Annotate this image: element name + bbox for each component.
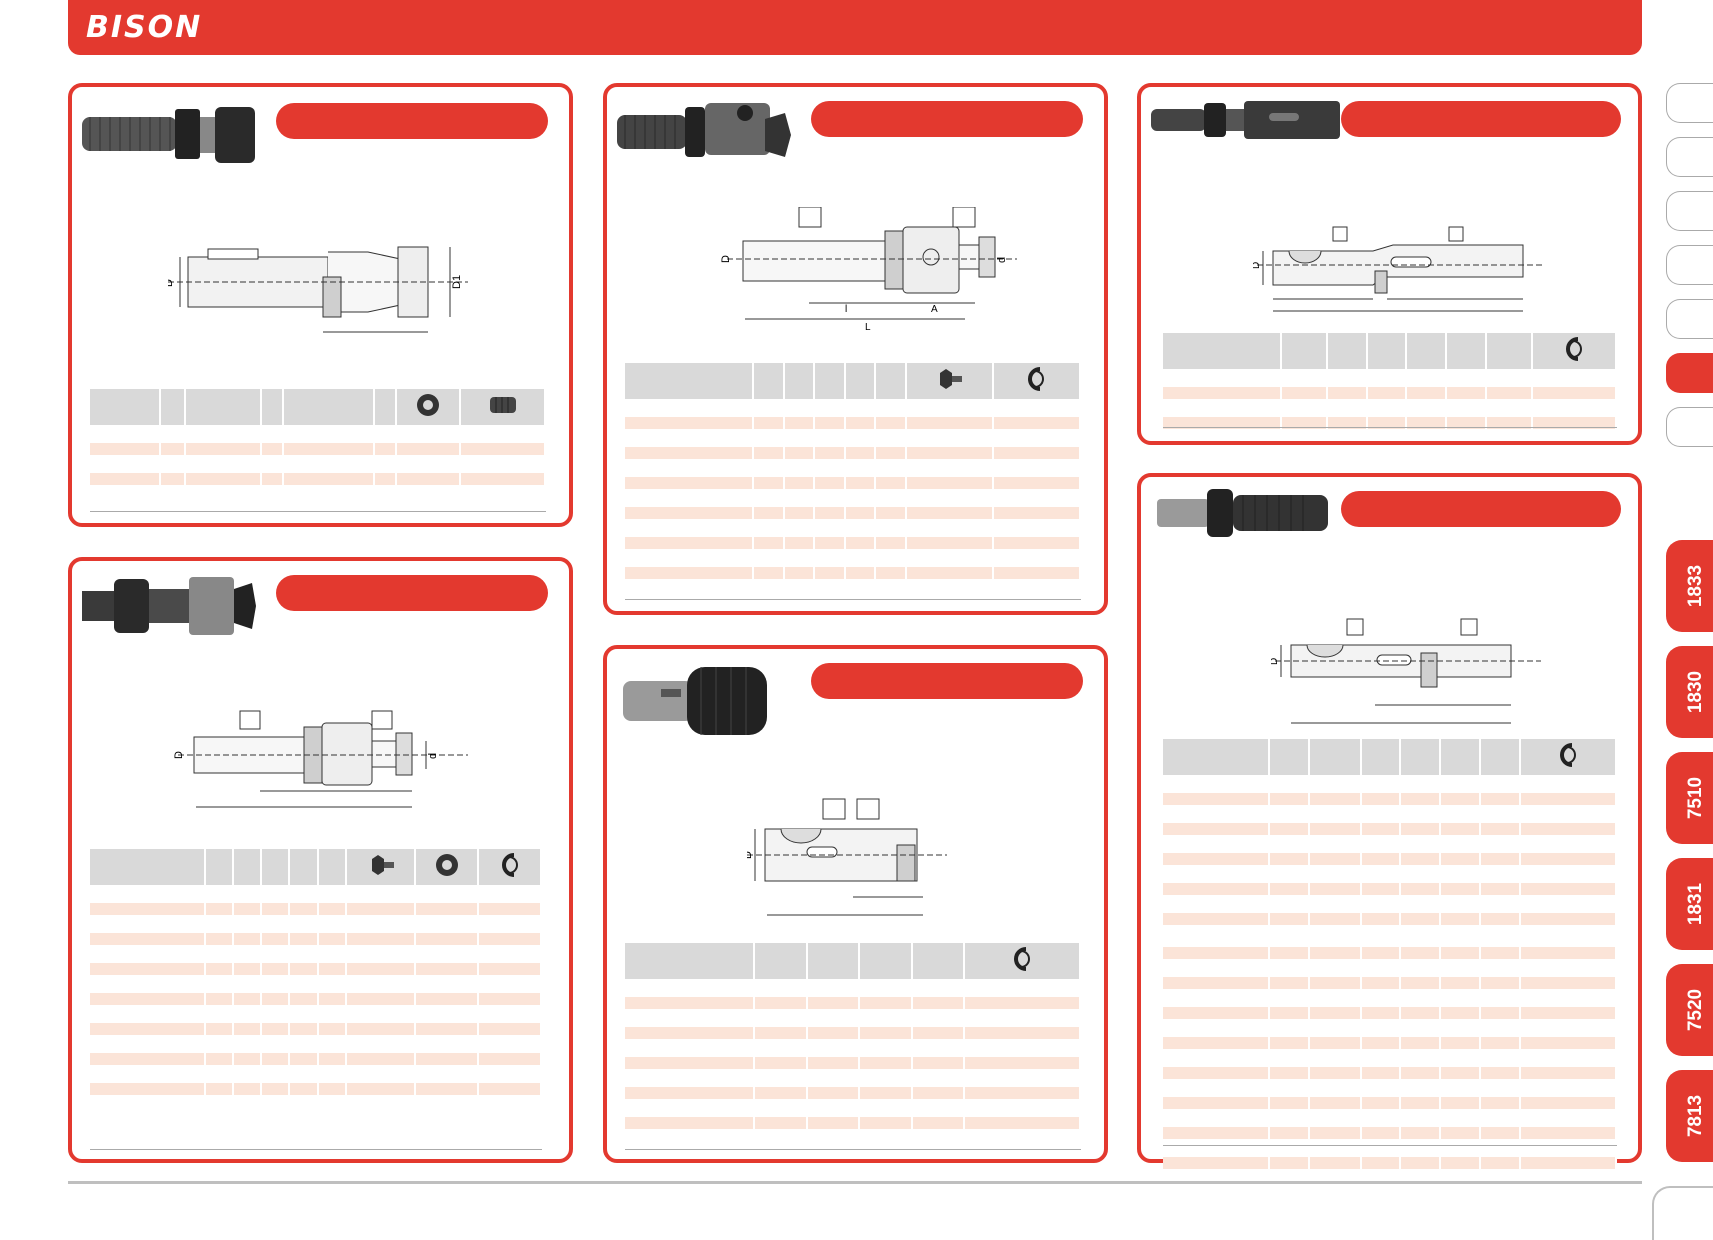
header-bar: BISON bbox=[68, 0, 1642, 55]
dim-label-D: D bbox=[720, 255, 732, 263]
technical-drawing: D bbox=[1271, 618, 1541, 724]
dim-label-D: D bbox=[747, 851, 754, 859]
spec-table bbox=[625, 363, 1082, 579]
side-tab-3[interactable] bbox=[1666, 191, 1713, 231]
panel-title-bar bbox=[811, 663, 1083, 699]
product-photo bbox=[1151, 101, 1340, 139]
panel-title-bar bbox=[1341, 101, 1621, 137]
panel-rule bbox=[90, 511, 546, 512]
technical-drawing: D d A L l bbox=[720, 207, 1017, 333]
product-photo bbox=[82, 107, 255, 163]
section-tab-label: 7520 bbox=[1685, 988, 1706, 1032]
section-tab-label: 1830 bbox=[1685, 670, 1706, 714]
section-tab-label: 7813 bbox=[1685, 1094, 1706, 1138]
snap-ring-icon bbox=[1560, 742, 1576, 767]
panel-quick-change-adapter-a: D d bbox=[68, 557, 573, 1163]
panel-collet-holder: D D1 bbox=[68, 83, 573, 527]
technical-drawing: D bbox=[1253, 226, 1543, 312]
panel-rule bbox=[625, 599, 1081, 600]
dim-label-A: A bbox=[931, 304, 938, 315]
section-tab-7510[interactable]: 7510 bbox=[1666, 752, 1713, 844]
panel-title-bar bbox=[1341, 491, 1621, 527]
side-tab-5[interactable] bbox=[1666, 299, 1713, 339]
section-tab-1831[interactable]: 1831 bbox=[1666, 858, 1713, 950]
dim-label-D1: D1 bbox=[451, 275, 463, 289]
panel-title-bar bbox=[811, 101, 1083, 137]
snap-ring-icon bbox=[501, 852, 518, 877]
section-tab-label: 7510 bbox=[1685, 776, 1706, 820]
product-photo bbox=[623, 667, 767, 735]
section-tab-1830[interactable]: 1830 bbox=[1666, 646, 1713, 738]
ring-icon bbox=[435, 853, 458, 876]
section-tab-7520[interactable]: 7520 bbox=[1666, 964, 1713, 1056]
star-knob-icon bbox=[371, 854, 394, 875]
dim-label-D: D bbox=[1271, 658, 1280, 665]
spec-table bbox=[625, 943, 1081, 1129]
technical-drawing: D bbox=[747, 798, 947, 916]
technical-drawing: D d bbox=[173, 710, 468, 808]
panel-title-bar bbox=[276, 575, 548, 611]
product-photo bbox=[1157, 489, 1328, 537]
snap-ring-icon bbox=[1014, 946, 1030, 971]
section-tab-label: 1831 bbox=[1685, 882, 1706, 926]
dim-label-d: d bbox=[427, 753, 439, 759]
panel-morse-taper-adapter: D bbox=[1137, 83, 1642, 445]
side-tab-2[interactable] bbox=[1666, 137, 1713, 177]
dim-label-D: D bbox=[173, 751, 185, 759]
panel-extension-sleeve: D bbox=[603, 645, 1108, 1163]
spec-table bbox=[90, 389, 546, 485]
footer-rule bbox=[68, 1181, 1642, 1184]
spec-table bbox=[1163, 333, 1617, 429]
section-tab-7813[interactable]: 7813 bbox=[1666, 1070, 1713, 1162]
panel-drill-sleeve: D bbox=[1137, 473, 1642, 1169]
collet-nut-icon bbox=[417, 393, 440, 416]
dim-label-D: D bbox=[168, 279, 175, 287]
section-tab-1833[interactable]: 1833 bbox=[1666, 540, 1713, 632]
star-knob-icon bbox=[940, 368, 963, 389]
product-photo bbox=[617, 103, 791, 157]
snap-ring-icon bbox=[1028, 366, 1045, 391]
product-photo bbox=[82, 577, 256, 635]
side-tab-7[interactable] bbox=[1666, 407, 1713, 447]
dim-label-l: l bbox=[845, 304, 847, 315]
panel-rule bbox=[1163, 427, 1617, 428]
section-tab-label: 1833 bbox=[1685, 564, 1706, 608]
dim-label-d: d bbox=[996, 257, 1008, 263]
technical-drawing: D D1 bbox=[168, 246, 468, 333]
panel-rule bbox=[1163, 1145, 1617, 1146]
side-tab-1[interactable] bbox=[1666, 83, 1713, 123]
brand-logo: BISON bbox=[86, 10, 203, 45]
spec-table bbox=[90, 849, 542, 1095]
snap-ring-icon bbox=[1566, 336, 1582, 361]
spec-table bbox=[1163, 739, 1617, 1169]
panel-rule bbox=[625, 1149, 1081, 1150]
panel-quick-change-adapter-b: D d A L l bbox=[603, 83, 1108, 615]
set-screw-icon bbox=[489, 396, 516, 413]
dim-label-L: L bbox=[865, 322, 871, 333]
page-corner-tab bbox=[1652, 1186, 1713, 1240]
panel-rule bbox=[90, 1149, 542, 1150]
dim-label-D: D bbox=[1253, 262, 1262, 269]
side-tab-4[interactable] bbox=[1666, 245, 1713, 285]
side-tab-active[interactable] bbox=[1666, 353, 1713, 393]
panel-title-bar bbox=[276, 103, 548, 139]
